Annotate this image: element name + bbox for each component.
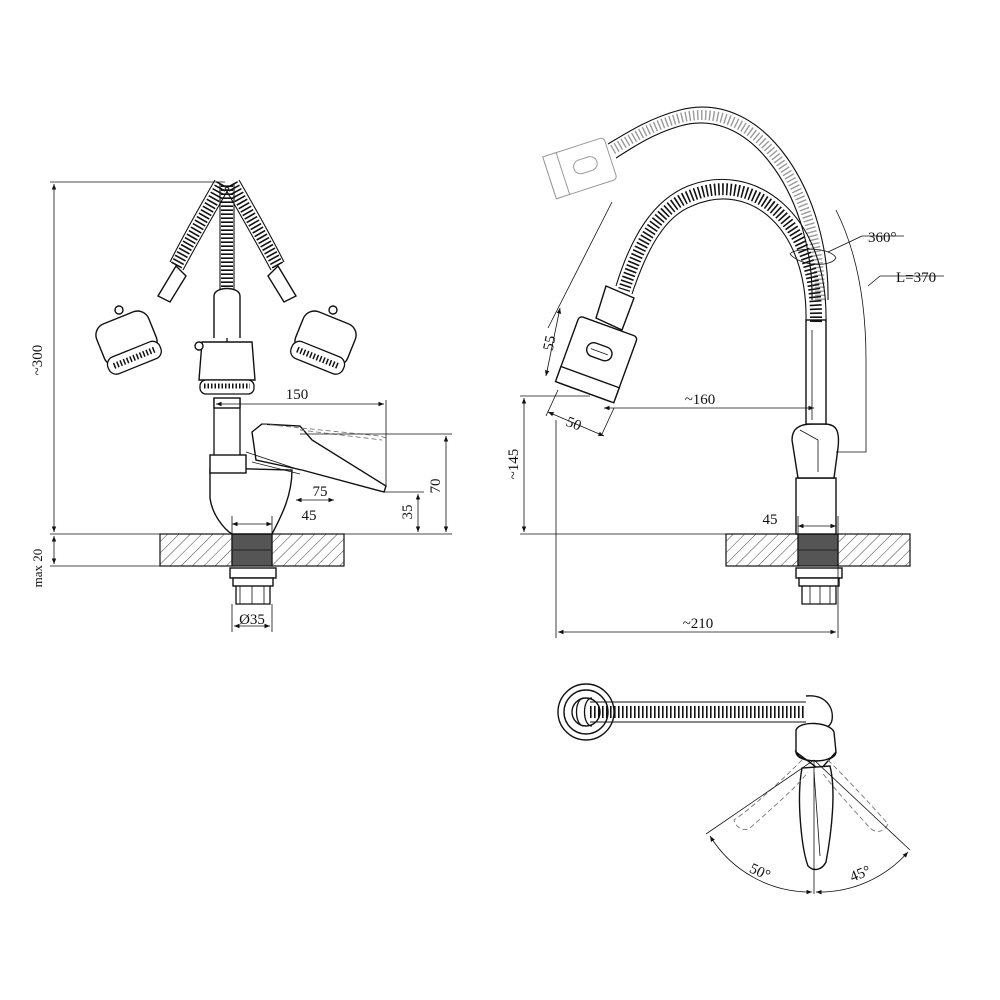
side-faucet-body [791,319,840,535]
top-base-rings [557,683,615,741]
front-handle-reach-label: 75 [313,484,328,500]
side-view: 360° L=370 55 50 ~160 ~145 45 ~210 [506,106,944,638]
side-total-reach-label: ~210 [683,616,714,632]
top-hose [575,695,833,731]
front-mount-nut [229,567,277,605]
side-head-depth-label: 50 [564,414,584,434]
front-view: ~300 max 20 150 75 45 70 35 Ø35 [30,179,452,632]
front-base-width-label: 45 [302,508,317,524]
side-base-width-label: 45 [763,512,778,528]
top-angle-arcs [705,759,911,895]
front-handle-height-label: 35 [400,505,416,520]
side-outlet-height-label: ~145 [506,449,522,480]
top-right-angle-label: 45° [848,863,873,886]
side-main-hose [595,178,827,331]
side-hose-length-guide [835,209,867,453]
side-spout-reach-label: ~160 [685,392,716,408]
front-max-mount-label: max 20 [30,549,45,588]
front-body-height-label: 70 [428,479,444,494]
side-dimensions [520,307,839,638]
front-center-hose [194,184,256,395]
front-countertop [159,533,345,567]
front-pipe-diameter-label: Ø35 [239,612,265,628]
front-dimensions [50,181,452,632]
side-countertop [725,533,911,567]
side-head-height-label: 55 [541,334,560,352]
side-rotation-label: 360° [868,230,897,246]
side-mount-nut [795,567,843,605]
top-view: 50° 45° [557,683,911,895]
top-left-angle-label: 50° [747,861,773,884]
side-hose-length-label: L=370 [896,270,936,286]
front-right-hose [224,179,357,375]
front-faucet-body [209,397,387,535]
side-ghost-hose [542,106,829,301]
front-spout-reach-label: 150 [286,387,309,403]
front-total-height-label: ~300 [30,345,46,376]
front-left-hose [95,179,230,375]
side-spray-head [554,316,638,404]
